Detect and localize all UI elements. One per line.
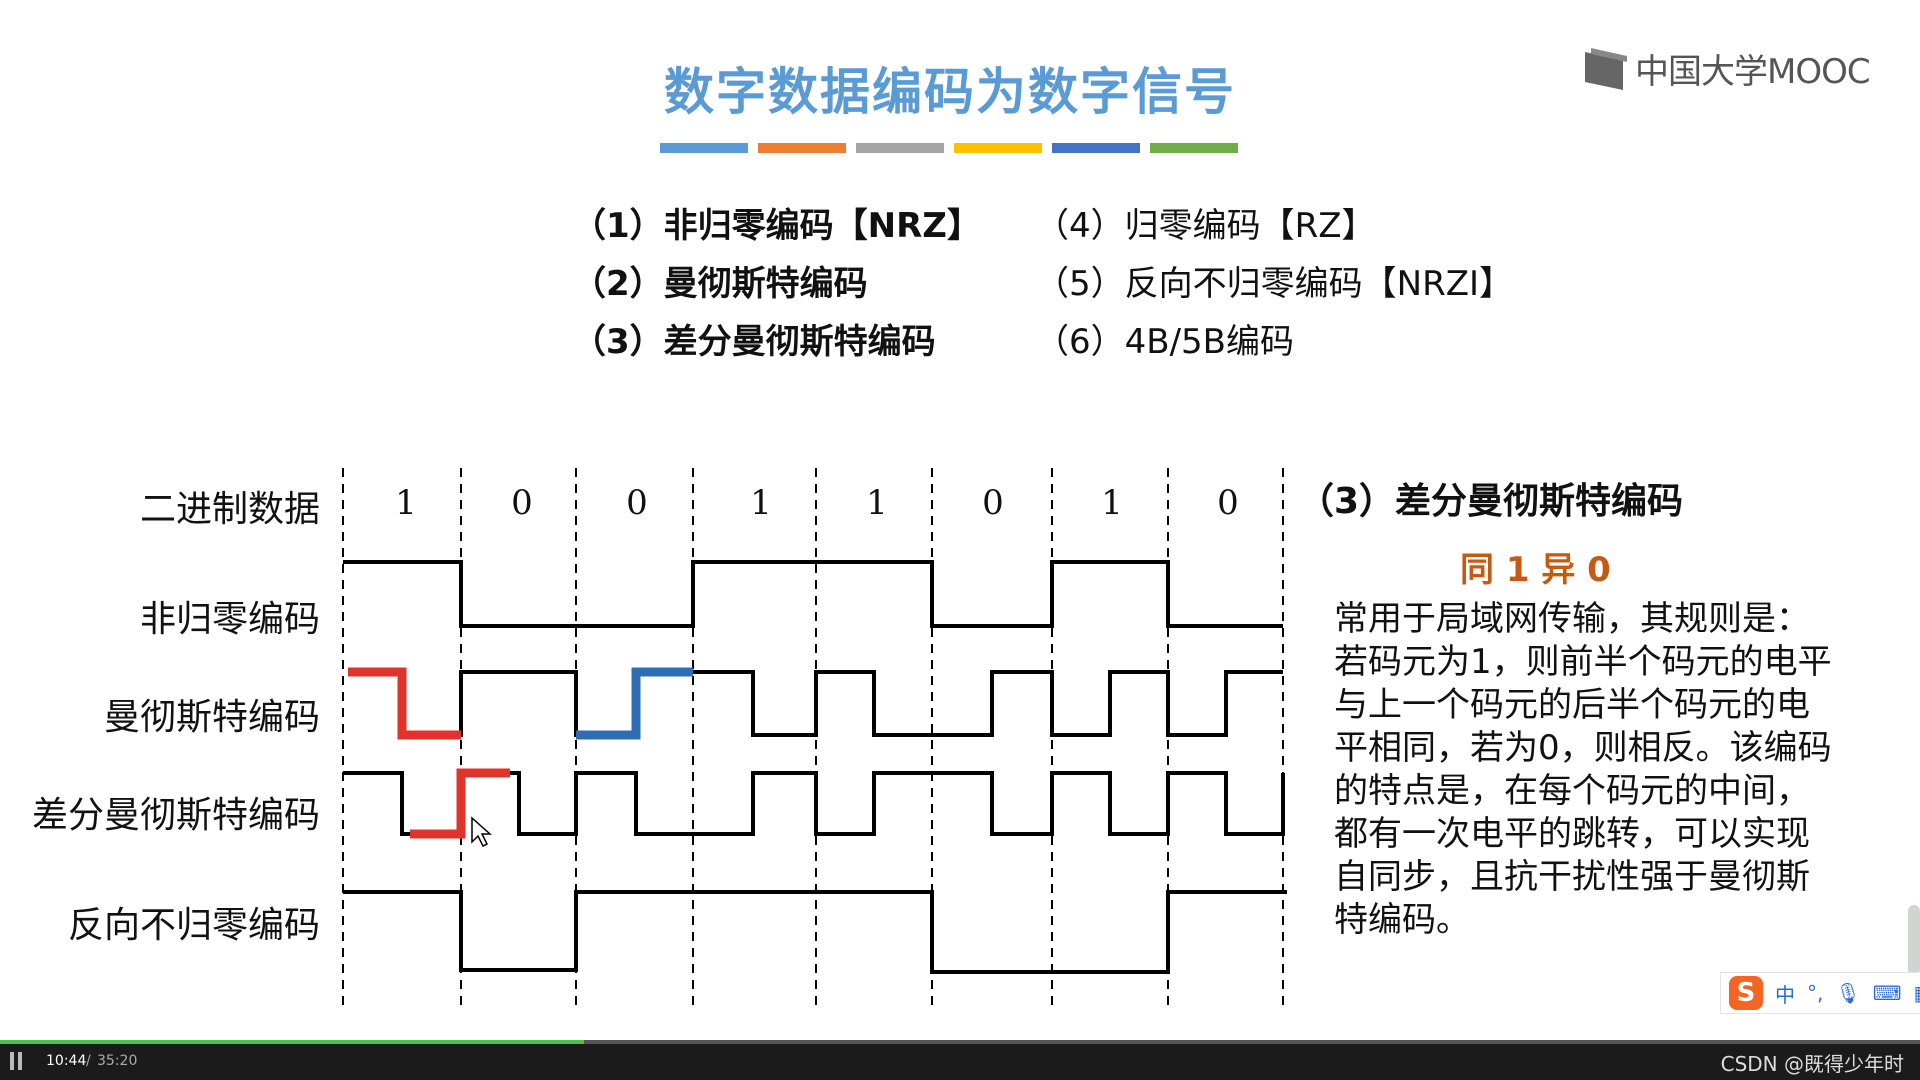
bit-label: 1	[1101, 483, 1123, 523]
color-bar	[758, 143, 846, 153]
description-line: 特编码。	[1334, 900, 1470, 940]
video-player-bar: 10:44 / 35:20 CSDN @既得少年时	[0, 1040, 1920, 1080]
encoding-waveform-diagram	[342, 468, 1287, 1005]
side-title: （3）差分曼彻斯特编码	[1298, 481, 1684, 522]
bit-label: 0	[982, 483, 1004, 523]
nrz-waveform	[343, 560, 1283, 628]
slide-title: 数字数据编码为数字信号	[664, 63, 1236, 121]
description-line: 自同步，且抗干扰性强于曼彻斯	[1334, 857, 1810, 897]
description-line: 与上一个码元的后半个码元的电	[1334, 685, 1810, 725]
row-label-binary: 二进制数据	[139, 489, 320, 530]
bit-label: 1	[750, 483, 772, 523]
diff-manchester-highlight-red	[410, 768, 510, 839]
encoding-item-nrz: （1）非归零编码【NRZ】	[572, 206, 981, 246]
encoding-item-manchester: （2）曼彻斯特编码	[572, 264, 868, 304]
bit-label: 1	[866, 483, 888, 523]
manchester-waveform	[402, 670, 1283, 737]
description-line: 若码元为1，则前半个码元的电平	[1334, 642, 1832, 682]
encoding-item-rz: （4）归零编码【RZ】	[1035, 206, 1376, 246]
side-description: 常用于局域网传输，其规则是： 若码元为1，则前半个码元的电平 与上一个码元的后半…	[1334, 598, 1864, 942]
title-color-bars	[660, 143, 1238, 153]
pause-icon-bar	[18, 1052, 22, 1070]
color-bar	[1150, 143, 1238, 153]
manchester-highlight-blue	[576, 667, 693, 740]
ime-punctuation-icon[interactable]: °,	[1807, 981, 1824, 1005]
ime-logo-icon[interactable]: S	[1729, 976, 1763, 1010]
description-line: 都有一次电平的跳转，可以实现	[1334, 814, 1810, 854]
encoding-item-diff-manchester: （3）差分曼彻斯特编码	[572, 322, 936, 362]
microphone-icon[interactable]: 🎙	[1835, 981, 1861, 1005]
description-line: 的特点是，在每个码元的中间，	[1334, 771, 1810, 811]
total-time: 35:20	[97, 1053, 138, 1069]
color-bar	[856, 143, 944, 153]
encoding-item-4b5b: （6）4B/5B编码	[1035, 322, 1295, 362]
bit-label: 1	[395, 483, 417, 523]
mouse-cursor-icon	[471, 816, 492, 848]
mooc-logo-icon	[1585, 47, 1627, 90]
logo-text: 中国大学MOOC	[1635, 52, 1871, 92]
row-label-nrzi: 反向不归零编码	[67, 905, 320, 946]
slide: 数字数据编码为数字信号 中国大学MOOC （1）非归零编码【NRZ】 （2）曼彻…	[31, 44, 1920, 1014]
description-line: 平相同，若为0，则相反。该编码	[1334, 728, 1832, 768]
row-label-diff-manchester: 差分曼彻斯特编码	[31, 795, 320, 836]
description-line: 常用于局域网传输，其规则是：	[1334, 599, 1810, 639]
row-label-nrz: 非归零编码	[139, 599, 320, 640]
scrollbar-handle[interactable]	[1908, 905, 1920, 975]
bit-label: 0	[511, 483, 533, 523]
pause-icon-bar	[10, 1052, 14, 1070]
time-separator: /	[86, 1053, 91, 1069]
diff-manchester-waveform	[343, 771, 1285, 836]
grid-menu-icon[interactable]: ▦	[1914, 981, 1920, 1005]
bit-label: 0	[1217, 483, 1239, 523]
progress-fill	[0, 1040, 584, 1044]
nrzi-waveform	[343, 890, 1287, 974]
mooc-logo: 中国大学MOOC	[1583, 44, 1871, 93]
color-bar	[660, 143, 748, 153]
ime-mode-toggle[interactable]: 中	[1775, 982, 1795, 1007]
bit-label: 0	[626, 483, 648, 523]
ime-toolbar[interactable]: S 中 °, 🎙 ⌨ ▦	[1720, 972, 1920, 1014]
manchester-highlight-red	[348, 667, 461, 740]
color-bar	[1052, 143, 1140, 153]
encoding-item-nrzi: （5）反向不归零编码【NRZI】	[1035, 264, 1514, 304]
progress-track[interactable]	[0, 1040, 1920, 1044]
pause-button[interactable]	[10, 1052, 26, 1070]
current-time: 10:44	[46, 1053, 87, 1069]
keyboard-icon[interactable]: ⌨	[1872, 981, 1902, 1005]
row-label-manchester: 曼彻斯特编码	[103, 697, 320, 738]
color-bar	[954, 143, 1042, 153]
csdn-watermark: CSDN @既得少年时	[1720, 1052, 1904, 1076]
side-rule: 同 1 异 0	[1460, 550, 1611, 590]
